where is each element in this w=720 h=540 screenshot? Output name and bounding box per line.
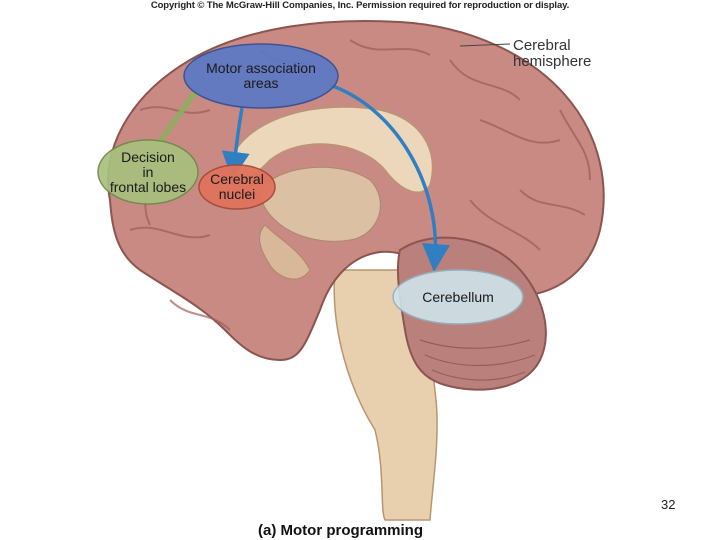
cerebellum-folia [419,339,536,381]
motor-association-oval [183,43,339,109]
corpus-callosum [229,106,434,193]
hemisphere-line-2: hemisphere [513,53,592,70]
cerebellum-oval [392,269,524,325]
cerebral-hemisphere-label: Cerebral hemisphere [513,38,591,70]
hemisphere-leader-line [459,43,511,47]
thalamus-region [261,166,381,242]
decision-label: Decision in frontal lobes [98,140,198,204]
decision-line-1: Decision [121,148,175,165]
arrow-motor-to-nuclei [221,107,250,180]
decision-line-3: frontal lobes [109,178,187,195]
page-number: 32 [661,497,676,512]
hemisphere-line-1: Cerebral [513,37,571,54]
cerebellum-label: Cerebellum [393,270,523,324]
motor-line-2: areas [243,75,279,91]
hypothalamus-region [259,224,311,280]
nuclei-line-2: nuclei [218,186,256,202]
cerebral-nuclei-label: Cerebral nuclei [199,165,275,209]
arrow-motor-to-cerebellum [329,83,450,272]
motor-line-1: Motor association [206,60,316,76]
nuclei-line-1: Cerebral [210,171,264,187]
decision-oval [97,139,199,205]
motor-association-label: Motor association areas [184,45,338,107]
decision-line-2: in [142,163,154,180]
cerebellum-text: Cerebellum [422,288,494,305]
copyright-notice: Copyright © The McGraw-Hill Companies, I… [150,0,570,11]
figure-caption: (a) Motor programming [258,522,423,539]
cerebral-nuclei-oval [198,164,276,210]
